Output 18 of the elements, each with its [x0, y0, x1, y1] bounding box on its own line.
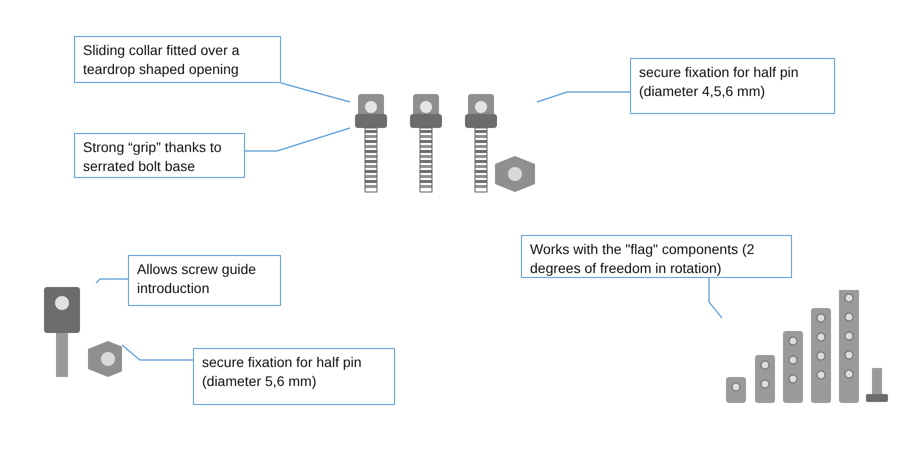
callout-box	[74, 133, 245, 178]
leader-line	[536, 91, 630, 103]
leader-line	[122, 344, 193, 361]
leader-line	[96, 278, 128, 284]
callout-text: Strong “grip” thanks to serrated bolt base	[83, 138, 223, 176]
leader-line	[708, 278, 722, 318]
callout-text: Works with the "flag" components (2 degrees of freedom in rotation)	[530, 240, 756, 278]
callout-box	[521, 235, 792, 278]
callout-text: secure fixation for half pin (diameter 4,5,6 mm)	[639, 63, 800, 101]
callout-box	[193, 348, 395, 405]
callout-box	[74, 36, 281, 83]
callout-text: Allows screw guide introduction	[137, 260, 258, 298]
leader-line	[245, 127, 350, 152]
callout-text: Sliding collar fitted over a teardrop shaped opening	[83, 41, 240, 79]
callout-box	[128, 255, 281, 306]
callout-box	[630, 58, 835, 114]
leader-line	[280, 82, 350, 103]
callout-text: secure fixation for half pin (diameter 5,6 mm)	[202, 353, 363, 391]
